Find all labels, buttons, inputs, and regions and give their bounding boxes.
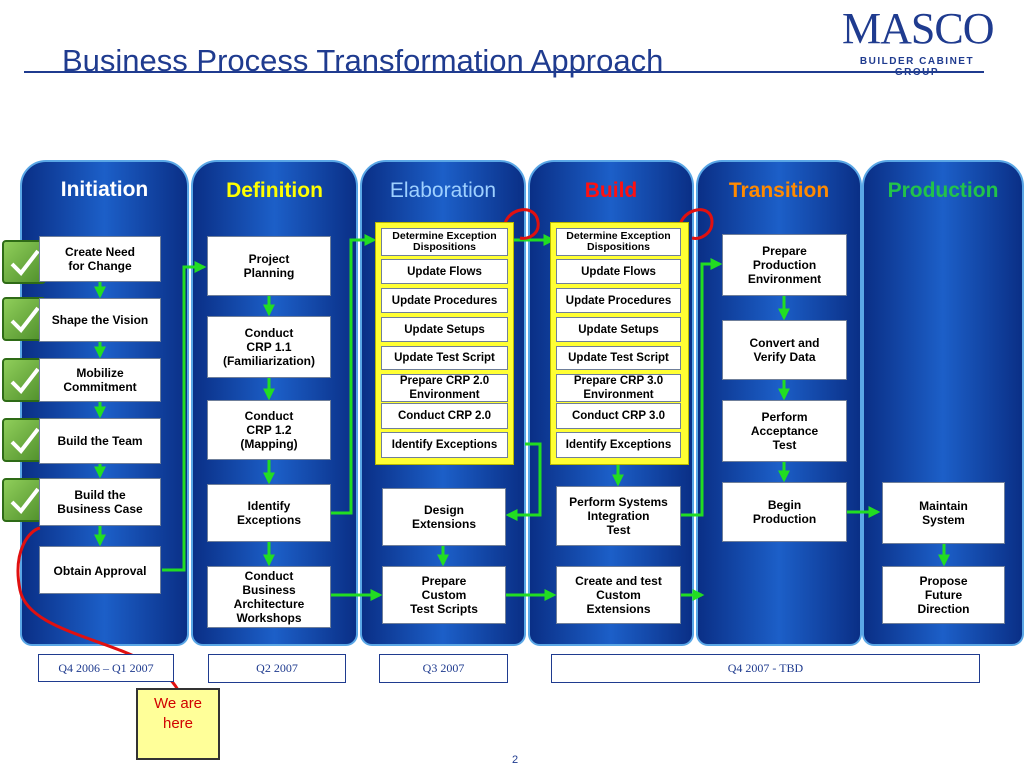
- step-shape-vision: Shape the Vision: [39, 298, 161, 342]
- build-identify-exceptions: Identify Exceptions: [556, 432, 681, 458]
- timeline-elaboration: Q3 2007: [379, 654, 508, 683]
- build-conduct-crp-3: Conduct CRP 3.0: [556, 403, 681, 429]
- phase-title-production: Production: [887, 179, 999, 202]
- step-crp-1-1: Conduct CRP 1.1 (Familiarization): [207, 316, 331, 378]
- elab-determine-dispositions: Determine Exception Dispositions: [381, 228, 508, 256]
- step-prepare-test-scripts: Prepare Custom Test Scripts: [382, 566, 506, 624]
- step-mobilize-commitment: Mobilize Commitment: [39, 358, 161, 402]
- phase-title-definition: Definition: [226, 179, 323, 202]
- build-determine-dispositions: Determine Exception Dispositions: [556, 228, 681, 256]
- build-update-setups: Update Setups: [556, 317, 681, 342]
- masco-logo: MASCO BUILDER CABINET GROUP: [842, 2, 995, 78]
- step-acceptance-test: Perform Acceptance Test: [722, 400, 847, 462]
- elab-identify-exceptions: Identify Exceptions: [381, 432, 508, 458]
- step-propose-future-direction: Propose Future Direction: [882, 566, 1005, 624]
- build-update-procedures: Update Procedures: [556, 288, 681, 313]
- step-obtain-approval: Obtain Approval: [39, 546, 161, 594]
- step-create-custom-extensions: Create and test Custom Extensions: [556, 566, 681, 624]
- checkmark-icon: [2, 297, 46, 341]
- step-systems-integration-test: Perform Systems Integration Test: [556, 486, 681, 546]
- step-convert-verify-data: Convert and Verify Data: [722, 320, 847, 380]
- timeline-definition: Q2 2007: [208, 654, 346, 683]
- timeline-build-transition-production: Q4 2007 - TBD: [551, 654, 980, 683]
- elab-update-test-script: Update Test Script: [381, 346, 508, 370]
- build-update-test-script: Update Test Script: [556, 346, 681, 370]
- step-project-planning: Project Planning: [207, 236, 331, 296]
- step-maintain-system: Maintain System: [882, 482, 1005, 544]
- we-are-here-callout: We are here: [136, 688, 220, 760]
- phase-title-transition: Transition: [728, 179, 830, 202]
- page-number: 2: [512, 754, 519, 766]
- timeline-initiation: Q4 2006 – Q1 2007: [38, 654, 174, 682]
- elab-update-procedures: Update Procedures: [381, 288, 508, 313]
- logo-subtitle: BUILDER CABINET GROUP: [859, 56, 975, 78]
- step-build-business-case: Build the Business Case: [39, 478, 161, 526]
- elab-update-flows: Update Flows: [381, 259, 508, 284]
- checkmark-icon: [2, 418, 46, 462]
- phase-title-initiation: Initiation: [60, 178, 149, 201]
- logo-wordmark: MASCO: [842, 4, 995, 53]
- step-design-extensions: Design Extensions: [382, 488, 506, 546]
- step-begin-production: Begin Production: [722, 482, 847, 542]
- elab-update-setups: Update Setups: [381, 317, 508, 342]
- step-prepare-production-env: Prepare Production Environment: [722, 234, 847, 296]
- elab-prepare-crp-2-env: Prepare CRP 2.0 Environment: [381, 374, 508, 402]
- phase-title-build: Build: [584, 179, 638, 202]
- step-crp-1-2: Conduct CRP 1.2 (Mapping): [207, 400, 331, 460]
- build-prepare-crp-3-env: Prepare CRP 3.0 Environment: [556, 374, 681, 402]
- step-identify-exceptions: Identify Exceptions: [207, 484, 331, 542]
- build-update-flows: Update Flows: [556, 259, 681, 284]
- checkmark-icon: [2, 240, 46, 284]
- step-create-need: Create Need for Change: [39, 236, 161, 282]
- step-architecture-workshops: Conduct Business Architecture Workshops: [207, 566, 331, 628]
- step-build-team: Build the Team: [39, 418, 161, 464]
- title-divider: [24, 71, 984, 73]
- elab-conduct-crp-2: Conduct CRP 2.0: [381, 403, 508, 429]
- phase-title-elaboration: Elaboration: [389, 179, 497, 202]
